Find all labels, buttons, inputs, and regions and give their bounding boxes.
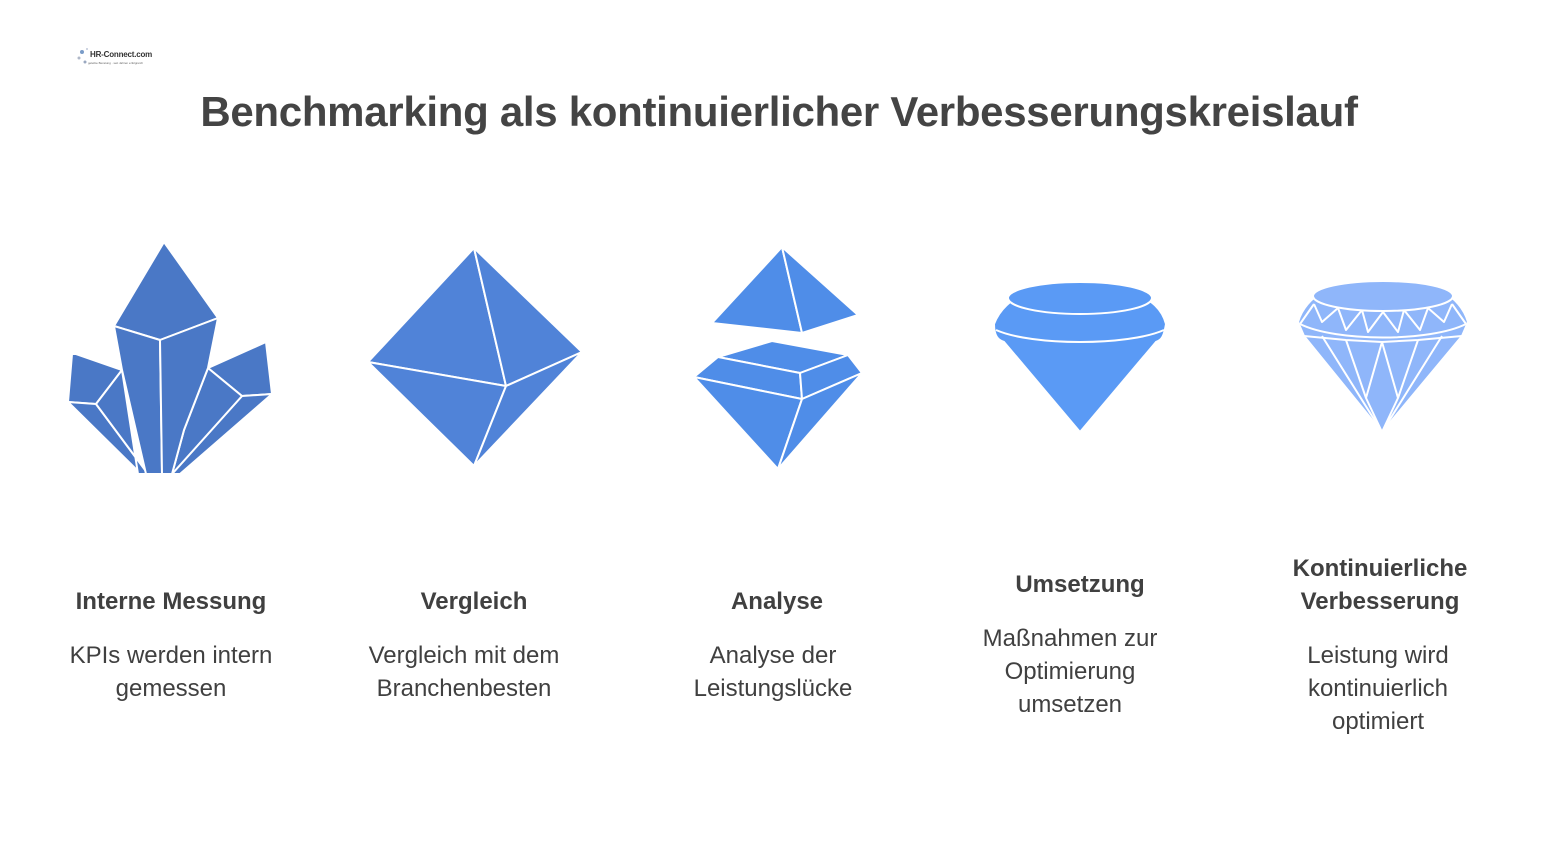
page-title: Benchmarking als kontinuierlicher Verbes… [200,88,1358,135]
rough-diamond-svg [993,281,1167,433]
cut-diamond-svg [1297,280,1469,433]
rough-diamond-icon [992,280,1168,434]
step-5-label: Kontinuierliche Verbesserung [1292,555,1468,615]
crystal-cluster-svg [67,241,273,475]
logo-sparkle-icon [77,48,88,64]
octahedron-svg [367,247,583,467]
brand-logo: HR-Connect.com gelebte Beratung · seit J… [76,46,152,72]
octahedron-icon [366,246,584,468]
step-2-label: Vergleich [420,588,528,615]
logo-subtitle: gelebte Beratung · seit Jahren erfolgrei… [88,61,144,65]
step-2-description: Vergleich mit dem Branchenbesten [368,642,560,702]
cut-diamond-icon [1296,278,1470,434]
step-5-description: Leistung wird kontinuierlich optimiert [1307,642,1449,735]
step-4-label: Umsetzung [1015,571,1145,598]
step-4-description: Maßnahmen zur Optimierung umsetzen [982,625,1158,718]
step-3-label: Analyse [730,588,824,615]
split-gem-svg [693,246,863,470]
crystal-cluster-icon [66,240,276,476]
logo-text: HR-Connect.com [90,50,153,59]
step-1-label: Interne Messung [75,588,267,615]
step-1-description: KPIs werden intern gemessen [69,642,273,702]
split-gem-icon [692,245,864,471]
step-3-description: Analyse der Leistungslücke [693,642,853,702]
